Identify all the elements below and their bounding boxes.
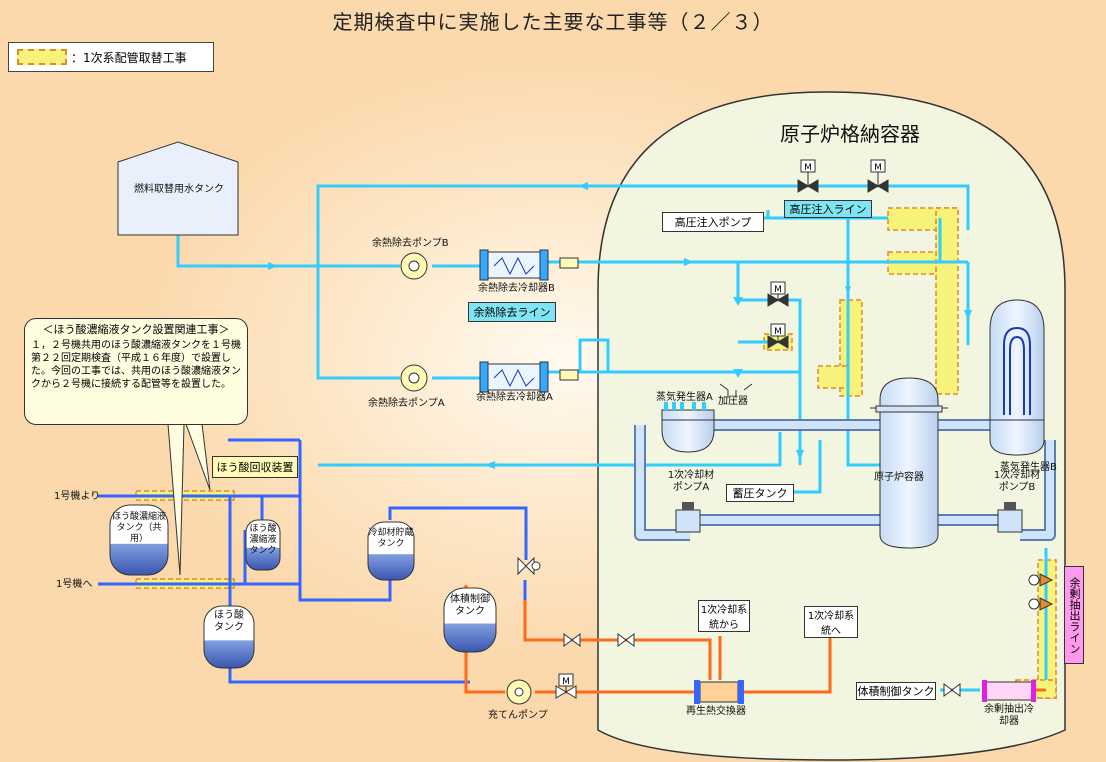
containment-label: 原子炉格納容器 bbox=[780, 122, 920, 146]
boric-tank-label: ほう酸タンク bbox=[214, 610, 244, 633]
to-unit1-label: 1号機へ bbox=[56, 579, 93, 590]
rhr-pump-a-label: 余熱除去ポンプA bbox=[368, 398, 445, 409]
rcp-a-label: 1次冷却材ポンプA bbox=[667, 470, 715, 493]
fuel-water-tank-label: 燃料取替用水タンク bbox=[134, 184, 224, 195]
legend-label: ：1次系配管取替工事 bbox=[71, 50, 187, 65]
rhr-line-tag: 余熱除去ライン bbox=[468, 302, 556, 322]
pressurizer bbox=[719, 383, 753, 398]
regen-heat-exchanger bbox=[694, 680, 744, 704]
accumulator-tag: 蓄圧タンク bbox=[726, 484, 794, 502]
vct-out-tag: 体積制御タンク bbox=[856, 682, 936, 700]
legend: ：1次系配管取替工事 bbox=[8, 42, 214, 72]
vct-label: 体積制御タンク bbox=[450, 594, 490, 617]
boric-tank bbox=[203, 605, 255, 669]
coolant-storage-tank-label: 冷却材貯蔵タンク bbox=[368, 528, 414, 549]
rhr-piping bbox=[176, 184, 970, 494]
regen-hx-label: 再生熱交換器 bbox=[686, 706, 746, 717]
letdown-cooler bbox=[982, 680, 1036, 702]
note-body: １，２号機共用のほう酸濃縮液タンクを１号機第２２回定期検査（平成１６年度）で設置… bbox=[31, 340, 241, 391]
rhr-cooler-a-label: 余熱除去冷却器A bbox=[476, 392, 553, 403]
legend-swatch bbox=[17, 49, 67, 65]
boric-conc-tank-shared-label: ほう酸濃縮液タンク（共用） bbox=[112, 512, 167, 544]
motor-valve-label: M bbox=[774, 327, 782, 337]
rhr-pump-b-label: 余熱除去ポンプB bbox=[372, 238, 449, 249]
page-title: 定期検査中に実施した主要な工事等（２／３） bbox=[332, 10, 774, 34]
rhr-cooler-b-label: 余熱除去冷却器B bbox=[478, 283, 555, 294]
to-primary-tag: 1次冷却系統へ bbox=[804, 606, 858, 638]
letdown-cooler-label: 余剰抽出冷却器 bbox=[984, 704, 1034, 727]
boric-conc-tank-label: ほう酸濃縮液タンク bbox=[249, 524, 277, 556]
sg-a-label: 蒸気発生器A bbox=[656, 392, 713, 403]
rcp-b bbox=[997, 509, 1023, 533]
vct-tank bbox=[443, 587, 497, 653]
motor-valves bbox=[555, 170, 889, 699]
charging-pump-label: 充てんポンプ bbox=[488, 710, 548, 721]
sg-b-label: 蒸気発生器B bbox=[1000, 462, 1057, 473]
reactor-vessel-label: 原子炉容器 bbox=[874, 472, 924, 483]
pressurizer-label: 加圧器 bbox=[718, 396, 748, 407]
coolant-storage-tank bbox=[367, 521, 415, 581]
from-unit1-label: 1号機より bbox=[54, 491, 101, 502]
hp-injection-line-tag: 高圧注入ライン bbox=[784, 200, 872, 218]
letdown-line-tag: 余剰抽出ライン bbox=[1064, 566, 1084, 664]
boric-conc-tank bbox=[245, 519, 281, 571]
motor-valve-label: M bbox=[774, 285, 782, 295]
steam-generator-a bbox=[661, 409, 715, 453]
motor-valve-label: M bbox=[874, 163, 882, 173]
hp-injection-pump-tag: 高圧注入ポンプ bbox=[662, 212, 764, 232]
boric-tank-note: ＜ほう酸濃縮液タンク設置関連工事＞ １，２号機共用のほう酸濃縮液タンクを１号機第… bbox=[24, 318, 248, 425]
note-title: ＜ほう酸濃縮液タンク設置関連工事＞ bbox=[42, 323, 230, 336]
motor-valve-label: M bbox=[804, 163, 812, 173]
rcp-a bbox=[675, 509, 701, 533]
steam-generator-b bbox=[989, 299, 1045, 456]
rcp-b-label: 1次冷却材ポンプB bbox=[993, 470, 1041, 493]
from-primary-tag: 1次冷却系統から bbox=[698, 600, 750, 632]
boric-conc-tank-shared bbox=[109, 504, 169, 576]
rhr-cooler-a bbox=[479, 361, 549, 393]
reactor-vessel bbox=[879, 377, 939, 549]
fuel-water-tank bbox=[117, 141, 239, 236]
boric-recovery-tag: ほう酸回収装置 bbox=[212, 456, 298, 478]
rhr-cooler-b bbox=[479, 249, 549, 281]
motor-valve-label: M bbox=[562, 677, 570, 687]
